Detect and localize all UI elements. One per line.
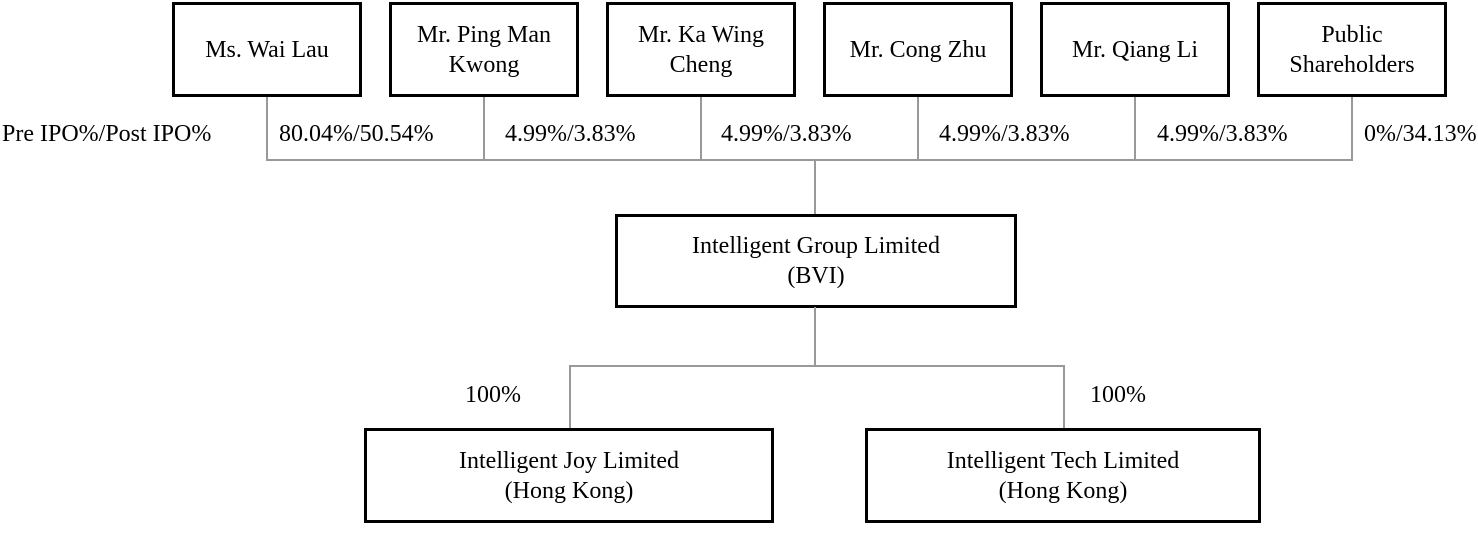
pct-public-shareholders: 0%/34.13% [1364, 121, 1477, 147]
box-intelligent-tech-limited: Intelligent Tech Limited (Hong Kong) [865, 428, 1261, 523]
subsidiary-split-line [569, 365, 1065, 367]
connector-bus-to-parent [814, 160, 816, 215]
box-mr-qiang-li: Mr. Qiang Li [1040, 2, 1230, 97]
shareholder-name: Mr. Cong Zhu [849, 36, 987, 63]
pct-mr-cong-zhu: 4.99%/3.83% [939, 121, 1070, 147]
connector-ms-wai-lau [266, 97, 268, 160]
box-intelligent-joy-limited: Intelligent Joy Limited (Hong Kong) [364, 428, 774, 523]
pct-ms-wai-lau: 80.04%/50.54% [279, 121, 434, 147]
pct-mr-ka-wing-cheng: 4.99%/3.83% [721, 121, 852, 147]
shareholder-name: Mr. Ka Wing Cheng [638, 21, 764, 78]
box-public-shareholders: Public Shareholders [1257, 2, 1447, 97]
company-name: Intelligent Joy Limited [459, 447, 679, 474]
company-jurisdiction: (Hong Kong) [998, 477, 1128, 504]
shareholder-name: Mr. Ping Man Kwong [416, 21, 551, 78]
company-jurisdiction: (Hong Kong) [504, 477, 634, 504]
connector-mr-cong-zhu [917, 97, 919, 160]
pct-mr-qiang-li: 4.99%/3.83% [1157, 121, 1288, 147]
shareholder-bus-line [266, 159, 1353, 161]
box-mr-ping-man-kwong: Mr. Ping Man Kwong [389, 2, 579, 97]
connector-public-shareholders [1351, 97, 1353, 160]
ownership-tech: 100% [1090, 382, 1146, 408]
shareholder-name: Ms. Wai Lau [205, 36, 329, 63]
shareholder-name: Mr. Qiang Li [1072, 36, 1198, 63]
connector-mr-ka-wing-cheng [700, 97, 702, 160]
box-mr-cong-zhu: Mr. Cong Zhu [823, 2, 1013, 97]
pre-post-ipo-row-label: Pre IPO%/Post IPO% [2, 121, 212, 147]
box-intelligent-group-limited: Intelligent Group Limited (BVI) [615, 214, 1017, 308]
shareholder-name: Public Shareholders [1289, 21, 1415, 78]
ownership-joy: 100% [465, 382, 521, 408]
connector-mr-qiang-li [1134, 97, 1136, 160]
connector-parent-down [814, 307, 816, 367]
connector-to-joy [569, 365, 571, 428]
company-name: Intelligent Group Limited [692, 233, 940, 259]
box-mr-ka-wing-cheng: Mr. Ka Wing Cheng [606, 2, 796, 97]
pct-mr-ping-man-kwong: 4.99%/3.83% [505, 121, 636, 147]
box-ms-wai-lau: Ms. Wai Lau [172, 2, 362, 97]
connector-mr-ping-man-kwong [483, 97, 485, 160]
connector-to-tech [1063, 365, 1065, 428]
company-name: Intelligent Tech Limited [946, 447, 1180, 474]
company-jurisdiction: (BVI) [787, 263, 845, 289]
